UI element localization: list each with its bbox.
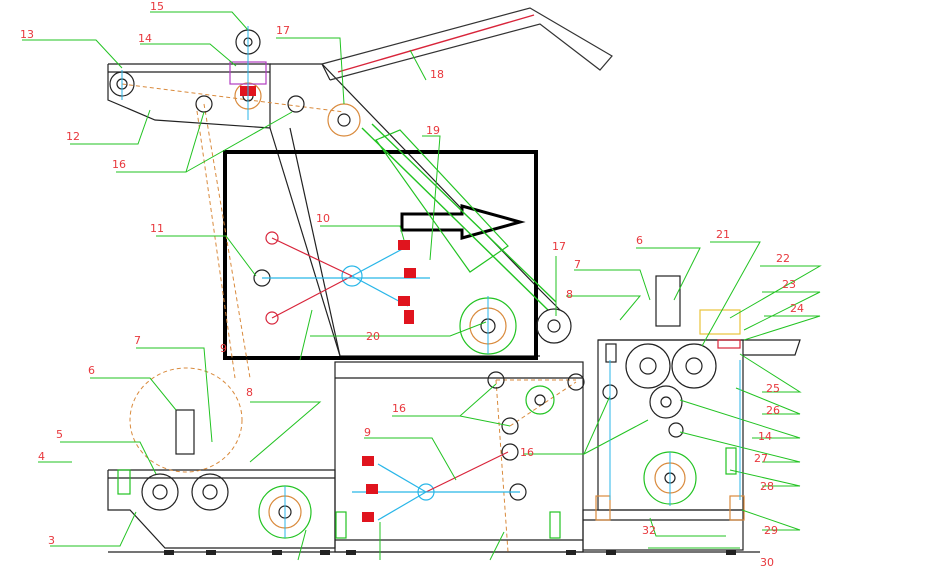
- label-29: 29: [764, 524, 778, 537]
- label-6b: 6: [636, 234, 643, 247]
- label-14b: 14: [758, 430, 772, 443]
- callout-labels: 15 13 14 17 18 12 19 16 10 11 20 7 6 8 5…: [20, 0, 804, 569]
- label-25: 25: [766, 382, 780, 395]
- label-19: 19: [426, 124, 440, 137]
- leader-lines: [22, 11, 822, 561]
- label-11: 11: [150, 222, 164, 235]
- label-5: 5: [56, 428, 63, 441]
- upper-housing-right-edge: [270, 63, 561, 311]
- label-10: 10: [316, 212, 330, 225]
- feet: [164, 550, 736, 555]
- label-21: 21: [716, 228, 730, 241]
- label-22: 22: [776, 252, 790, 265]
- top-left-arm: [107, 63, 271, 129]
- swing-arms: [262, 231, 520, 521]
- machine-frame: [107, 7, 801, 553]
- highlight-box: [223, 150, 538, 360]
- label-30: 30: [760, 556, 774, 569]
- rollers: [109, 29, 717, 539]
- label-32: 32: [642, 524, 656, 537]
- label-8b: 8: [566, 288, 573, 301]
- label-16c: 16: [520, 446, 534, 459]
- label-24: 24: [790, 302, 804, 315]
- label-4: 4: [38, 450, 45, 463]
- label-7b: 7: [574, 258, 581, 271]
- label-7: 7: [134, 334, 141, 347]
- label-20: 20: [366, 330, 380, 343]
- label-16b: 16: [392, 402, 406, 415]
- conveyor-19: [361, 123, 557, 311]
- label-17: 17: [276, 24, 290, 37]
- label-9a: 9: [220, 342, 227, 355]
- direction-arrow: [400, 204, 526, 240]
- hopper: [321, 7, 613, 81]
- label-15: 15: [150, 0, 164, 13]
- label-27: 27: [754, 452, 768, 465]
- label-12: 12: [66, 130, 80, 143]
- highlight-region: [223, 150, 538, 360]
- label-26: 26: [766, 404, 780, 417]
- right-base: [582, 509, 744, 551]
- label-23: 23: [782, 278, 796, 291]
- label-18: 18: [430, 68, 444, 81]
- label-28: 28: [760, 480, 774, 493]
- label-3: 3: [48, 534, 55, 547]
- label-16: 16: [112, 158, 126, 171]
- label-14: 14: [138, 32, 152, 45]
- center-lines: [121, 26, 741, 538]
- label-6: 6: [88, 364, 95, 377]
- side-brackets: [117, 61, 745, 539]
- label-8: 8: [246, 386, 253, 399]
- belts: [121, 83, 577, 553]
- label-13: 13: [20, 28, 34, 41]
- label-17b: 17: [552, 240, 566, 253]
- label-9: 9: [364, 426, 371, 439]
